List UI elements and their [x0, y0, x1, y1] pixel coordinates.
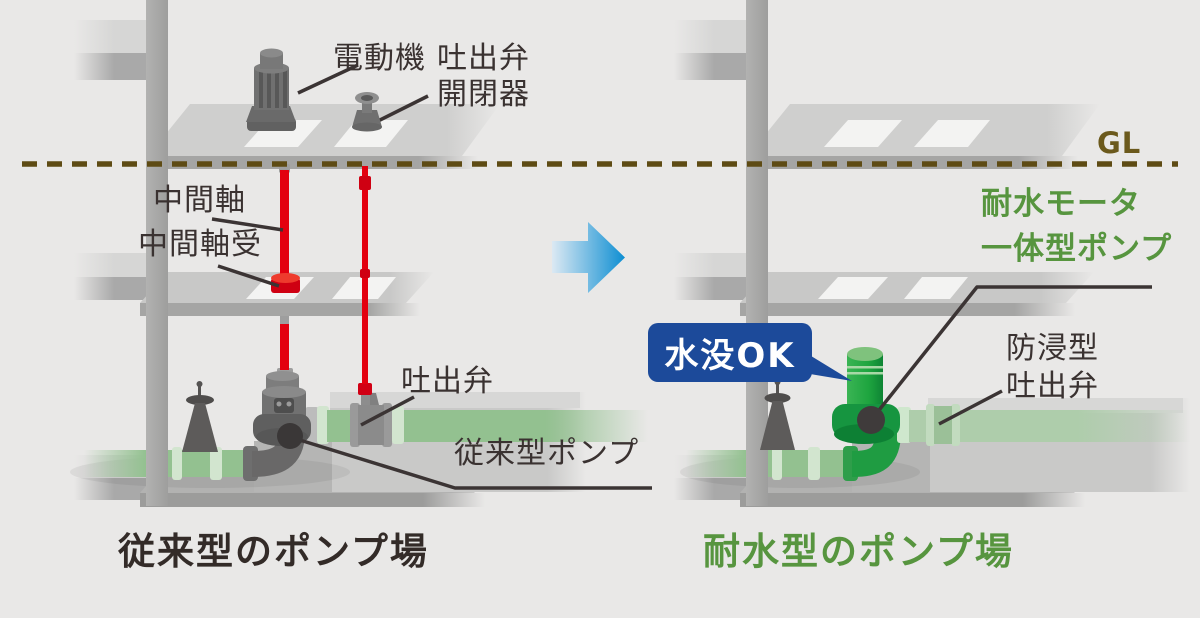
leader-intermediate-bearing	[217, 264, 280, 288]
right-middle-floor	[740, 272, 1094, 316]
leader-valve-opener	[371, 94, 429, 126]
intermediate-shaft-label: 中間軸	[153, 183, 246, 218]
valve-operating-rod	[359, 166, 371, 384]
intermediate-shaft-bearing	[271, 273, 300, 293]
leader-conventional-pump	[289, 435, 652, 490]
discharge-valve-opener-device	[352, 92, 382, 132]
submersion-ok-badge	[648, 323, 852, 382]
right-gl-floor	[748, 104, 1100, 169]
leader-lines	[211, 63, 1152, 490]
integrated-pump-label: 耐水モータ 一体型ポンプ	[981, 186, 1173, 267]
intermediate-shaft	[279, 164, 290, 370]
leader-dot-right-pump	[857, 406, 885, 434]
right-gate-valve	[760, 379, 795, 450]
right-station-caption: 耐水型のポンプ場	[703, 530, 1014, 573]
valve-opener-label: 吐出弁 開閉器	[437, 41, 530, 112]
leader-discharge-valve-left	[360, 395, 415, 427]
conventional-pump-label: 従来型ポンプ	[454, 436, 640, 471]
submersion-ok-badge-text: 水没OK	[664, 336, 796, 376]
transform-arrow-icon	[552, 222, 625, 293]
ground-level-label: GL	[1097, 126, 1142, 160]
flood-proof-valve-label: 防浸型 吐出弁	[1006, 331, 1099, 404]
intermediate-bearing-label: 中間軸受	[138, 227, 262, 262]
leader-motor	[297, 63, 359, 95]
left-gate-valve	[182, 381, 218, 452]
electric-motor	[246, 48, 296, 131]
leader-flood-valve	[938, 389, 1003, 426]
motor-label: 電動機	[333, 41, 426, 76]
left-gl-floor	[148, 104, 500, 169]
flood-proof-discharge-valve	[926, 404, 960, 446]
left-station-caption: 従来型のポンプ場	[118, 530, 429, 573]
leader-integrated-pump	[870, 285, 1152, 421]
left-column	[146, 0, 168, 506]
leader-intermediate-shaft	[211, 217, 284, 232]
discharge-valve-label: 吐出弁	[401, 364, 494, 399]
left-piping	[84, 164, 648, 481]
right-column	[746, 0, 768, 506]
left-discharge-valve	[350, 383, 392, 447]
leader-dot-left-pump	[277, 423, 303, 449]
